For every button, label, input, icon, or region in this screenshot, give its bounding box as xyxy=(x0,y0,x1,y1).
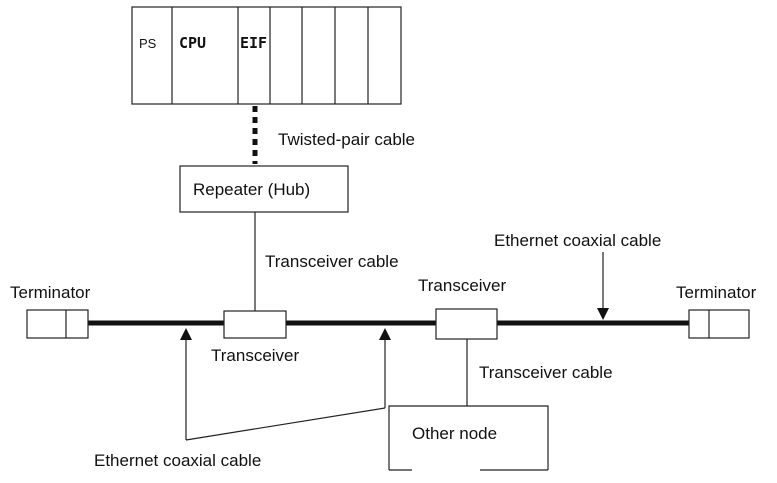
plc-rack: PS CPU EIF xyxy=(131,6,402,105)
other-node: Other node xyxy=(388,405,549,471)
transceiver-right-box xyxy=(435,308,498,340)
coax-arrow-left-head xyxy=(180,328,192,340)
ethernet-coax-bottom-label: Ethernet coaxial cable xyxy=(94,451,261,470)
terminator-right xyxy=(688,309,750,339)
repeater-box xyxy=(179,165,349,213)
terminator-right-label: Terminator xyxy=(676,283,757,302)
coax-arrow-connector xyxy=(185,407,386,441)
ethernet-coax-top-label: Ethernet coaxial cable xyxy=(494,231,661,250)
terminator-right-box xyxy=(688,309,750,339)
transceiver-right-label: Transceiver xyxy=(418,276,507,295)
repeater-label: Repeater (Hub) xyxy=(193,180,310,199)
twisted-pair-label: Twisted-pair cable xyxy=(278,130,415,149)
repeater-hub: Repeater (Hub) xyxy=(179,165,349,213)
terminator-left-box xyxy=(26,309,89,339)
other-node-box xyxy=(388,405,549,470)
transceiver-left-label: Transceiver xyxy=(211,346,300,365)
terminator-left xyxy=(26,309,89,339)
terminator-left-label: Terminator xyxy=(10,283,91,302)
coax-arrow-head xyxy=(597,308,609,320)
transceiver-cable-top-label: Transceiver cable xyxy=(265,252,399,271)
transceiver-left-box xyxy=(223,310,287,339)
slot-ps-label: PS xyxy=(139,36,157,51)
transceiver-cable-bottom-label: Transceiver cable xyxy=(479,363,613,382)
coax-arrow-right-head xyxy=(379,328,391,340)
rack-frame xyxy=(131,6,402,105)
slot-cpu-label: CPU xyxy=(179,34,206,52)
other-node-label: Other node xyxy=(412,424,497,443)
slot-eif-label: EIF xyxy=(240,34,267,52)
